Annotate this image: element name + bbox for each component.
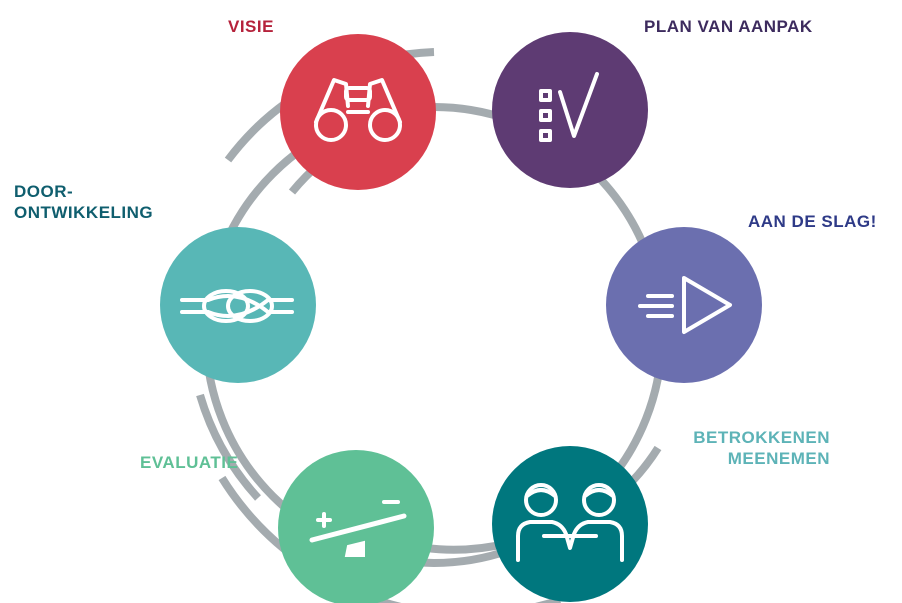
knot-icon xyxy=(180,289,294,323)
checklist-icon xyxy=(539,72,599,142)
label-doorontwikkeling: DOOR- ONTWIKKELING xyxy=(14,181,153,223)
plan-circle xyxy=(492,32,648,188)
doorontwikkeling-circle xyxy=(160,227,316,383)
step-slag xyxy=(606,227,762,383)
two-people-icon xyxy=(516,483,624,562)
betrokkenen-circle xyxy=(492,446,648,602)
step-evaluatie xyxy=(278,450,434,603)
label-doorontwikkeling-line-2: ONTWIKKELING xyxy=(14,203,154,222)
label-plan: PLAN VAN AANPAK xyxy=(644,16,813,37)
label-doorontwikkeling-line-1: DOOR- xyxy=(14,182,74,201)
label-visie: VISIE xyxy=(228,16,274,37)
binoculars-icon xyxy=(314,78,402,142)
label-slag: AAN DE SLAG! xyxy=(748,211,877,232)
step-plan xyxy=(492,32,648,188)
label-evaluatie: EVALUATIE xyxy=(140,452,238,473)
step-visie xyxy=(280,34,436,190)
label-betrokkenen-line-1: BETROKKENEN xyxy=(693,428,830,447)
step-doorontwikkeling xyxy=(160,227,316,383)
label-evaluatie-text: EVALUATIE xyxy=(140,453,239,472)
seesaw-plus-minus-icon xyxy=(309,500,407,557)
step-betrokkenen xyxy=(492,446,648,602)
play-arrow-icon xyxy=(638,276,732,334)
label-betrokkenen: BETROKKENEN MEENEMEN xyxy=(650,427,830,469)
label-plan-text: PLAN VAN AANPAK xyxy=(644,17,813,36)
label-visie-text: VISIE xyxy=(228,17,274,36)
outer-arc-left xyxy=(196,393,261,501)
label-slag-text: AAN DE SLAG! xyxy=(748,212,877,231)
label-betrokkenen-line-2: MEENEMEN xyxy=(727,449,830,468)
